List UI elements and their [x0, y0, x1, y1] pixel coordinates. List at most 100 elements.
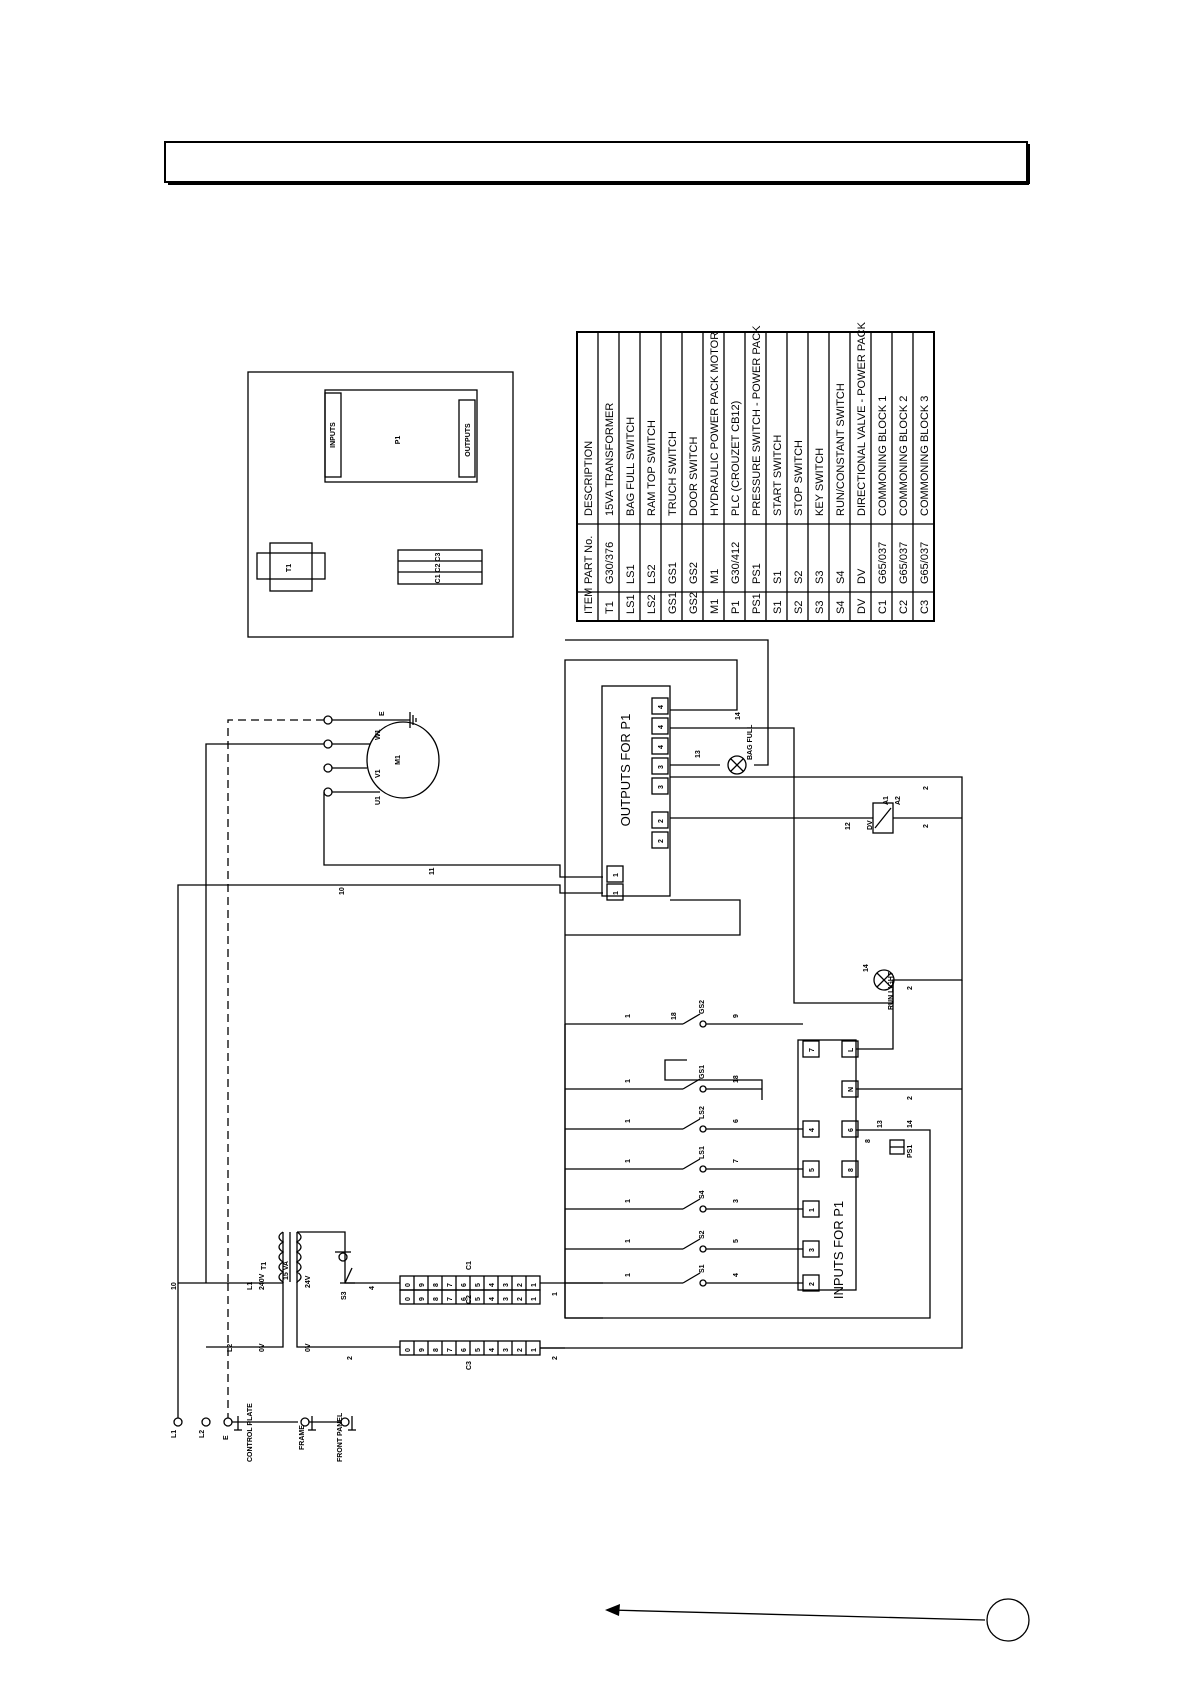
key-switch-icon [338, 1252, 348, 1262]
table-cell-description: BAG FULL SWITCH [625, 417, 637, 516]
wire-8: 8 [865, 1139, 872, 1143]
table-cell-description: START SWITCH [772, 435, 784, 516]
table-cell-part: GS1 [667, 562, 679, 584]
block-cell: 5 [475, 1283, 482, 1287]
table-cell-description: RUN/CONSTANT SWITCH [835, 383, 847, 516]
wire-2-valve-a: 2 [923, 786, 930, 790]
wire-label: 1 [625, 1239, 632, 1243]
switch-label: LS2 [699, 1106, 706, 1119]
input-terminal-label: N [848, 1087, 855, 1092]
input-terminal-label: 7 [809, 1048, 816, 1052]
table-header-part: PART No. [583, 536, 595, 584]
table-cell-item: C3 [919, 600, 931, 614]
table-cell-item: S4 [835, 601, 847, 614]
output-terminal [651, 777, 669, 795]
transformer-primary-bottom: 0V [259, 1343, 266, 1352]
wire-2-run: 2 [907, 986, 914, 990]
table-cell-part: M1 [709, 569, 721, 584]
block-c1-label: C1 [466, 1261, 473, 1270]
output-terminal [651, 717, 669, 735]
pressure-switch-label: PS1 [907, 1145, 914, 1158]
plc-outputs-strip [458, 399, 476, 478]
input-terminal [802, 1040, 820, 1058]
table-cell-description: DOOR SWITCH [688, 437, 700, 516]
table-cell-description: COMMONING BLOCK 1 [877, 396, 889, 516]
input-terminal [841, 1160, 859, 1178]
transformer-neutral: L2 [227, 1344, 234, 1352]
wire-2-n: 2 [907, 1096, 914, 1100]
table-cell-description: DIRECTIONAL VALVE - POWER PACK [856, 321, 868, 516]
supply-earth: E [223, 1435, 230, 1440]
table-cell-part: G65/037 [877, 542, 889, 584]
block-cell: 2 [517, 1283, 524, 1287]
block-cell: 6 [461, 1283, 468, 1287]
wire-1-block: 1 [552, 1292, 559, 1296]
table-cell-description: PLC (CROUZET CB12) [730, 401, 742, 516]
table-cell-description: RAM TOP SWITCH [646, 420, 658, 516]
transformer-primary-top: 240V [259, 1273, 266, 1290]
supply-l2: L2 [199, 1430, 206, 1438]
outputs-title: OUTPUTS FOR P1 [618, 714, 633, 827]
input-terminal-label: 8 [848, 1168, 855, 1172]
table-cell-description: STOP SWITCH [793, 440, 805, 516]
table-header-item: ITEM [583, 588, 595, 614]
table-header-description: DESCRIPTION [583, 441, 595, 516]
table-cell-description: KEY SWITCH [814, 448, 826, 516]
block-c2-label: C2 [466, 1295, 473, 1304]
switch-contact [682, 1272, 701, 1284]
wire-12: 12 [845, 822, 852, 830]
wire-label: 1 [625, 1273, 632, 1277]
input-terminal [841, 1120, 859, 1138]
wire-label: 5 [733, 1239, 740, 1243]
transformer-label: T1 [261, 1262, 268, 1270]
output-terminal-label: 4 [658, 745, 665, 749]
input-terminal-label: 5 [809, 1168, 816, 1172]
block-cell: 3 [503, 1297, 510, 1301]
switch-label: GS2 [699, 1000, 706, 1014]
block-cell: 2 [517, 1348, 524, 1352]
table-cell-description: HYDRAULIC POWER PACK MOTOR [709, 332, 721, 516]
wire-2-valve-b: 2 [923, 824, 930, 828]
table-cell-part: LS1 [625, 564, 637, 584]
transformer-rating: 15 VA [283, 1261, 290, 1280]
wire-label: 3 [733, 1199, 740, 1203]
supply-l1: L1 [171, 1430, 178, 1438]
block-cell: 8 [433, 1297, 440, 1301]
table-cell-item: S2 [793, 601, 805, 614]
table-cell-part: G30/376 [604, 542, 616, 584]
layout-outputs-label: OUTPUTS [465, 423, 472, 457]
output-terminal-label: 1 [613, 891, 620, 895]
valve-pin-a1: A1 [883, 796, 890, 805]
input-terminal-label: 3 [809, 1248, 816, 1252]
switch-label: LS1 [699, 1146, 706, 1159]
output-terminal-label: 2 [658, 819, 665, 823]
lamp-run-light-label: RUN LIGHT [888, 971, 895, 1010]
wire-label: 4 [733, 1273, 740, 1277]
table-cell-description: 15VA TRANSFORMER [604, 403, 616, 516]
table-cell-description: TRUCH SWITCH [667, 431, 679, 516]
table-cell-item: M1 [709, 599, 721, 614]
wire-label: 1 [625, 1159, 632, 1163]
output-terminal-label: 1 [613, 873, 620, 877]
table-cell-item: S1 [772, 601, 784, 614]
output-terminal [606, 865, 624, 883]
earth-control-plate: CONTROL PLATE [247, 1403, 254, 1462]
wire-label: 18 [733, 1075, 740, 1083]
output-terminal [651, 831, 669, 849]
layout-blocks-label: C1 C2 C3 [435, 553, 442, 584]
block-cell: 1 [531, 1283, 538, 1287]
wire-label: 9 [733, 1014, 740, 1018]
block-cell: 0 [405, 1283, 412, 1287]
output-terminal [651, 757, 669, 775]
table-cell-part: G65/037 [898, 542, 910, 584]
output-terminal [606, 883, 624, 901]
table-cell-item: LS1 [625, 594, 637, 614]
block-cell: 8 [433, 1348, 440, 1352]
key-switch-label: S3 [341, 1291, 348, 1300]
valve-label: DV [867, 820, 874, 830]
table-cell-part: GS2 [688, 562, 700, 584]
table-cell-item: LS2 [646, 594, 658, 614]
